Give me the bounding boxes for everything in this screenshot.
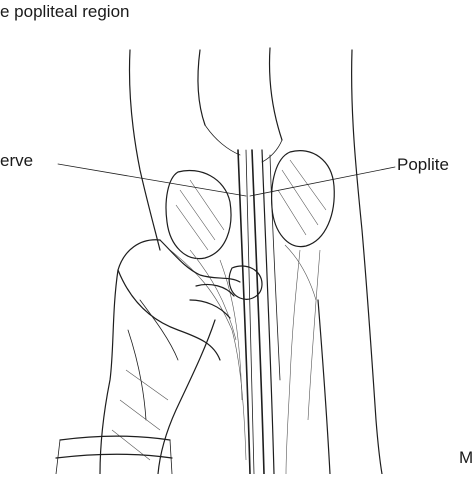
muscle-strands — [169, 244, 321, 475]
label-popliteal: Poplite — [397, 155, 449, 174]
leader-line-left — [57, 163, 247, 197]
leg-outline — [128, 47, 383, 475]
neurovascular-bundle — [237, 149, 281, 475]
left-condyle — [165, 170, 232, 260]
right-condyle — [271, 150, 335, 248]
examiner-hand — [99, 239, 263, 475]
label-nerve: erve — [0, 151, 34, 170]
sleeve-cuff — [55, 435, 173, 475]
figure-title: e popliteal region — [0, 2, 130, 21]
label-corner: M — [459, 448, 474, 467]
leader-line-right — [249, 166, 396, 197]
